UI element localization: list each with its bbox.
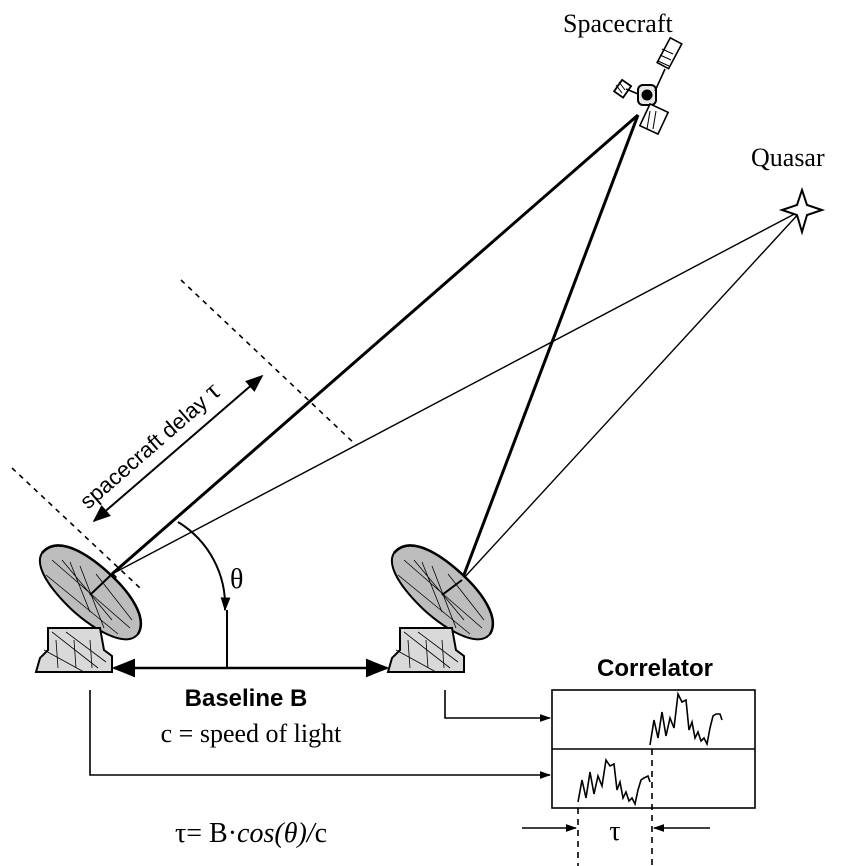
quasar-four-point-star-icon xyxy=(778,186,826,236)
wavefront-line-right xyxy=(180,279,357,446)
theta-angle-arc xyxy=(177,521,231,612)
delay-formula: τ= B·cos(θ)/c xyxy=(175,818,327,849)
correlator-waveform-bottom xyxy=(577,757,651,807)
spacecraft-label: Spacecraft xyxy=(563,9,673,38)
satellite-icon xyxy=(612,36,683,136)
correlator-waveform-top xyxy=(649,691,723,747)
quasar-to-right-antenna xyxy=(461,209,803,581)
spacecraft-to-right-antenna xyxy=(460,114,640,581)
spacecraft-to-left-antenna xyxy=(111,113,639,576)
baseline-label: Baseline B xyxy=(185,685,308,712)
right-antenna-radio-dish-icon xyxy=(386,544,495,673)
speed-of-light-label: c = speed of light xyxy=(161,719,343,748)
correlator-tau-label: τ xyxy=(609,816,620,847)
quasar-label: Quasar xyxy=(751,143,825,172)
correlator-label: Correlator xyxy=(597,655,713,682)
left-antenna-radio-dish-icon xyxy=(34,544,143,673)
spacecraft-delay-arrow xyxy=(92,374,264,523)
theta-label: θ xyxy=(230,564,243,595)
left-antenna-signal-line xyxy=(89,690,552,779)
right-antenna-signal-line xyxy=(444,690,552,722)
quasar-to-left-antenna xyxy=(111,209,803,575)
